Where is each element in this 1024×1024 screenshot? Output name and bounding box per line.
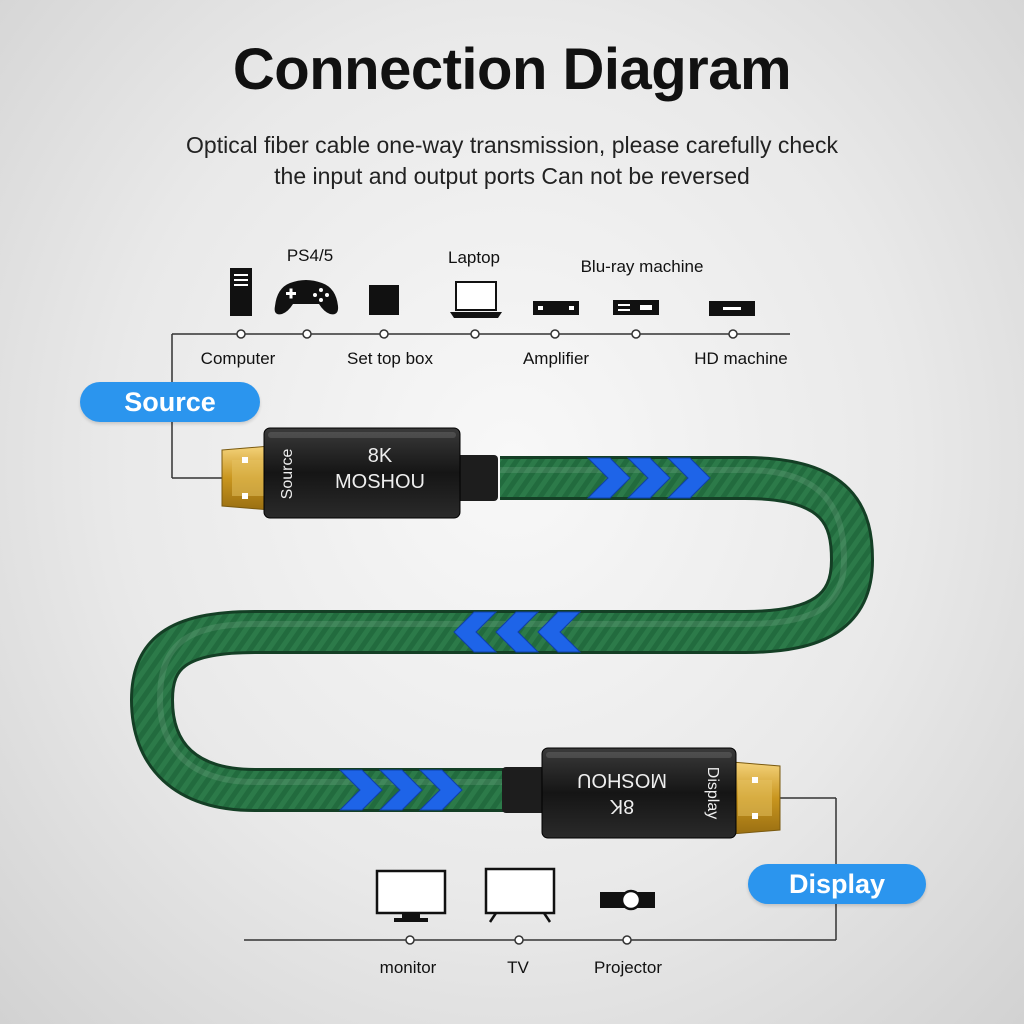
subtitle-line-2: the input and output ports Can not be re…: [274, 163, 750, 189]
label-hd-machine: HD machine: [694, 349, 788, 368]
bus-node: [550, 329, 560, 339]
label-computer: Computer: [200, 349, 276, 368]
direction-arrows-bottom: [338, 769, 463, 811]
direction-arrows-middle: [453, 611, 582, 653]
hd-machine-icon: [709, 301, 755, 316]
bus-node: [302, 329, 312, 339]
display-bus: [244, 797, 837, 945]
bus-node: [514, 935, 524, 945]
blu-ray-player-icon: [613, 300, 659, 315]
source-connector-line2: MOSHOU: [335, 471, 425, 493]
label-monitor: monitor: [379, 958, 437, 977]
label-ps4-5: PS4/5: [286, 246, 334, 265]
bus-node: [622, 935, 632, 945]
bus-node: [631, 329, 641, 339]
label-blu-ray-machine: Blu-ray machine: [580, 257, 704, 276]
display-pill: Display: [748, 864, 926, 904]
source-connector-side-label: Source: [279, 449, 296, 500]
amplifier-icon: [533, 301, 579, 315]
gamepad-icon: [274, 280, 339, 315]
computer-tower-icon: [230, 268, 252, 316]
source-connector-line1: 8K: [368, 445, 393, 467]
label-amplifier: Amplifier: [522, 349, 590, 368]
display-connector-line2: MOSHOU: [577, 769, 667, 791]
display-connector: Display 8K MOSHOU: [502, 747, 781, 839]
bus-node: [236, 329, 246, 339]
display-connector-side-label: Display: [704, 767, 721, 819]
source-connector: Source 8K MOSHOU: [221, 427, 498, 519]
set-top-box-icon: [369, 285, 399, 315]
laptop-icon: [450, 281, 502, 318]
source-pill: Source: [80, 382, 260, 422]
subtitle-line-1: Optical fiber cable one-way transmission…: [186, 132, 838, 158]
bus-node: [405, 935, 415, 945]
label-set-top-box: Set top box: [346, 349, 434, 368]
monitor-icon: [375, 869, 447, 922]
display-connector-line1: 8K: [609, 795, 634, 817]
label-laptop: Laptop: [448, 248, 500, 267]
page-title: Connection Diagram: [232, 37, 792, 102]
source-bus: [171, 329, 790, 479]
bus-node: [470, 329, 480, 339]
bus-node: [728, 329, 738, 339]
bus-node: [379, 329, 389, 339]
tv-icon: [484, 867, 556, 923]
direction-arrows-top: [586, 457, 711, 499]
projector-icon: [600, 889, 655, 911]
label-projector: Projector: [593, 958, 663, 977]
label-tv: TV: [507, 958, 529, 977]
